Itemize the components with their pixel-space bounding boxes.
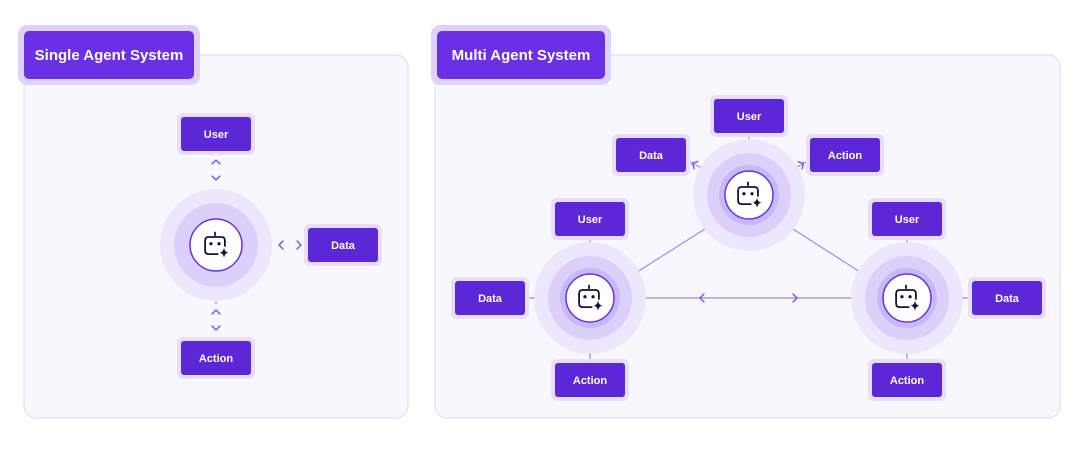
- node-t-data: Data: [612, 134, 690, 176]
- node-t-action: Action: [806, 134, 884, 176]
- t-action-link-chevron-start: [797, 161, 805, 170]
- s-data-link-chevron-start: [278, 240, 284, 250]
- left-right-agent-link-chevron-start: [699, 293, 705, 303]
- single-agent-title: Single Agent System: [18, 25, 200, 85]
- node-box: [872, 202, 942, 236]
- node-box: [455, 281, 525, 315]
- single-agent-title-text: Single Agent System: [35, 47, 184, 64]
- node-r-action: Action: [868, 359, 946, 401]
- s-action-link-chevron-end: [211, 325, 221, 331]
- node-r-data: Data: [968, 277, 1046, 319]
- left-right-agent-link-chevron-end: [792, 293, 798, 303]
- s-action-link-chevron-start: [211, 309, 221, 315]
- agent-core: [189, 218, 243, 272]
- s-user-link-chevron-start: [211, 159, 221, 165]
- agent-r: [851, 242, 963, 354]
- robot-sparkle-icon: [737, 181, 762, 208]
- node-box: [555, 363, 625, 397]
- node-label-action: Action: [828, 150, 863, 162]
- node-label-data: Data: [639, 150, 664, 162]
- node-label-action: Action: [573, 375, 608, 387]
- multi-agent-title-text: Multi Agent System: [452, 47, 591, 64]
- agent-core: [724, 170, 774, 220]
- node-label-action: Action: [199, 353, 234, 365]
- node-s-user: User: [177, 113, 255, 155]
- node-label-action: Action: [890, 375, 925, 387]
- multi-agent-title: Multi Agent System: [431, 25, 611, 85]
- node-box: [810, 138, 880, 172]
- node-label-user: User: [895, 214, 920, 226]
- node-l-user: User: [551, 198, 629, 240]
- agent-t: [693, 139, 805, 251]
- node-label-data: Data: [478, 293, 503, 305]
- node-label-user: User: [578, 214, 603, 226]
- node-box: [616, 138, 686, 172]
- s-data-link-chevron-end: [296, 240, 302, 250]
- node-l-data: Data: [451, 277, 529, 319]
- agent-l: [534, 242, 646, 354]
- node-t-user: User: [710, 95, 788, 137]
- node-r-user: User: [868, 198, 946, 240]
- agent-s: [160, 189, 272, 301]
- node-box: [714, 99, 784, 133]
- agent-core: [882, 273, 932, 323]
- node-box: [972, 281, 1042, 315]
- node-box: [181, 341, 251, 375]
- node-box: [308, 228, 378, 262]
- node-s-action: Action: [177, 337, 255, 379]
- node-label-data: Data: [331, 240, 356, 252]
- node-label-user: User: [737, 111, 762, 123]
- node-box: [872, 363, 942, 397]
- node-label-data: Data: [995, 293, 1020, 305]
- node-label-user: User: [204, 129, 229, 141]
- node-l-action: Action: [551, 359, 629, 401]
- t-data-link-chevron-start: [691, 160, 699, 170]
- agents-layer: [160, 139, 963, 354]
- robot-sparkle-icon: [895, 284, 920, 311]
- node-s-data: Data: [304, 224, 382, 266]
- node-box: [181, 117, 251, 151]
- node-box: [555, 202, 625, 236]
- agent-core: [565, 273, 615, 323]
- robot-sparkle-icon: [204, 231, 229, 258]
- s-user-link-chevron-end: [211, 175, 221, 181]
- robot-sparkle-icon: [578, 284, 603, 311]
